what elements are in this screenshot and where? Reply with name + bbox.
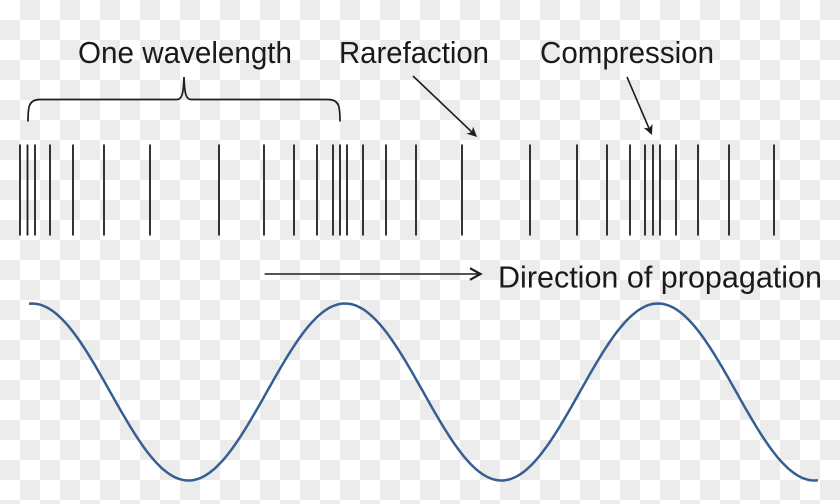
svg-text:Direction of propagation: Direction of propagation — [498, 259, 822, 294]
svg-text:Compression: Compression — [540, 35, 714, 70]
svg-text:One wavelength: One wavelength — [78, 35, 292, 70]
svg-text:Rarefaction: Rarefaction — [339, 35, 489, 70]
